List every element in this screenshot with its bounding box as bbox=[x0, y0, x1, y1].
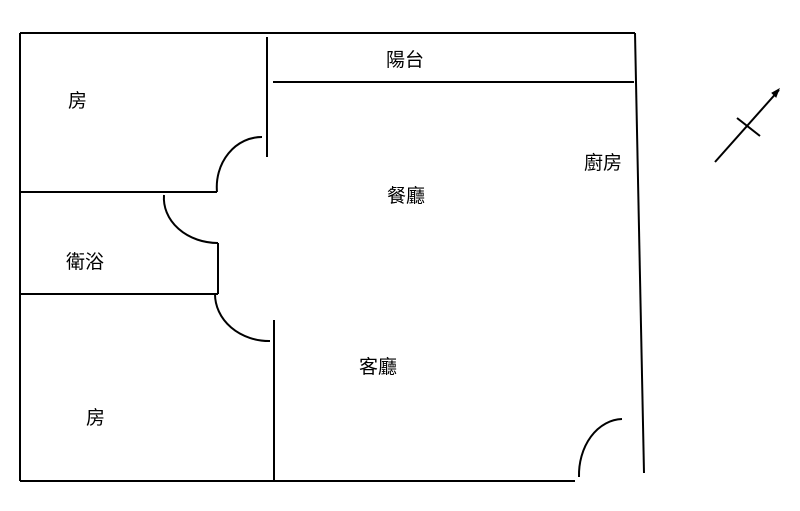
entrance-door-swing bbox=[577, 418, 623, 478]
wall-right bbox=[634, 32, 645, 474]
room-label-bathroom: 衛浴 bbox=[66, 251, 104, 273]
room-label-bedroom-bottom: 房 bbox=[86, 407, 105, 429]
bedroom-bottom-door-swing bbox=[214, 293, 271, 343]
north-arrow-icon bbox=[714, 87, 780, 163]
room-label-dining-room: 餐廳 bbox=[387, 185, 425, 207]
bedroom-top-door-swing bbox=[215, 135, 263, 193]
room-label-bedroom-top: 房 bbox=[68, 90, 87, 112]
room-label-living-room: 客廳 bbox=[359, 356, 397, 378]
bathroom-door-swing bbox=[162, 194, 219, 245]
room-label-kitchen: 廚房 bbox=[584, 151, 622, 174]
room-label-balcony: 陽台 bbox=[386, 49, 424, 71]
